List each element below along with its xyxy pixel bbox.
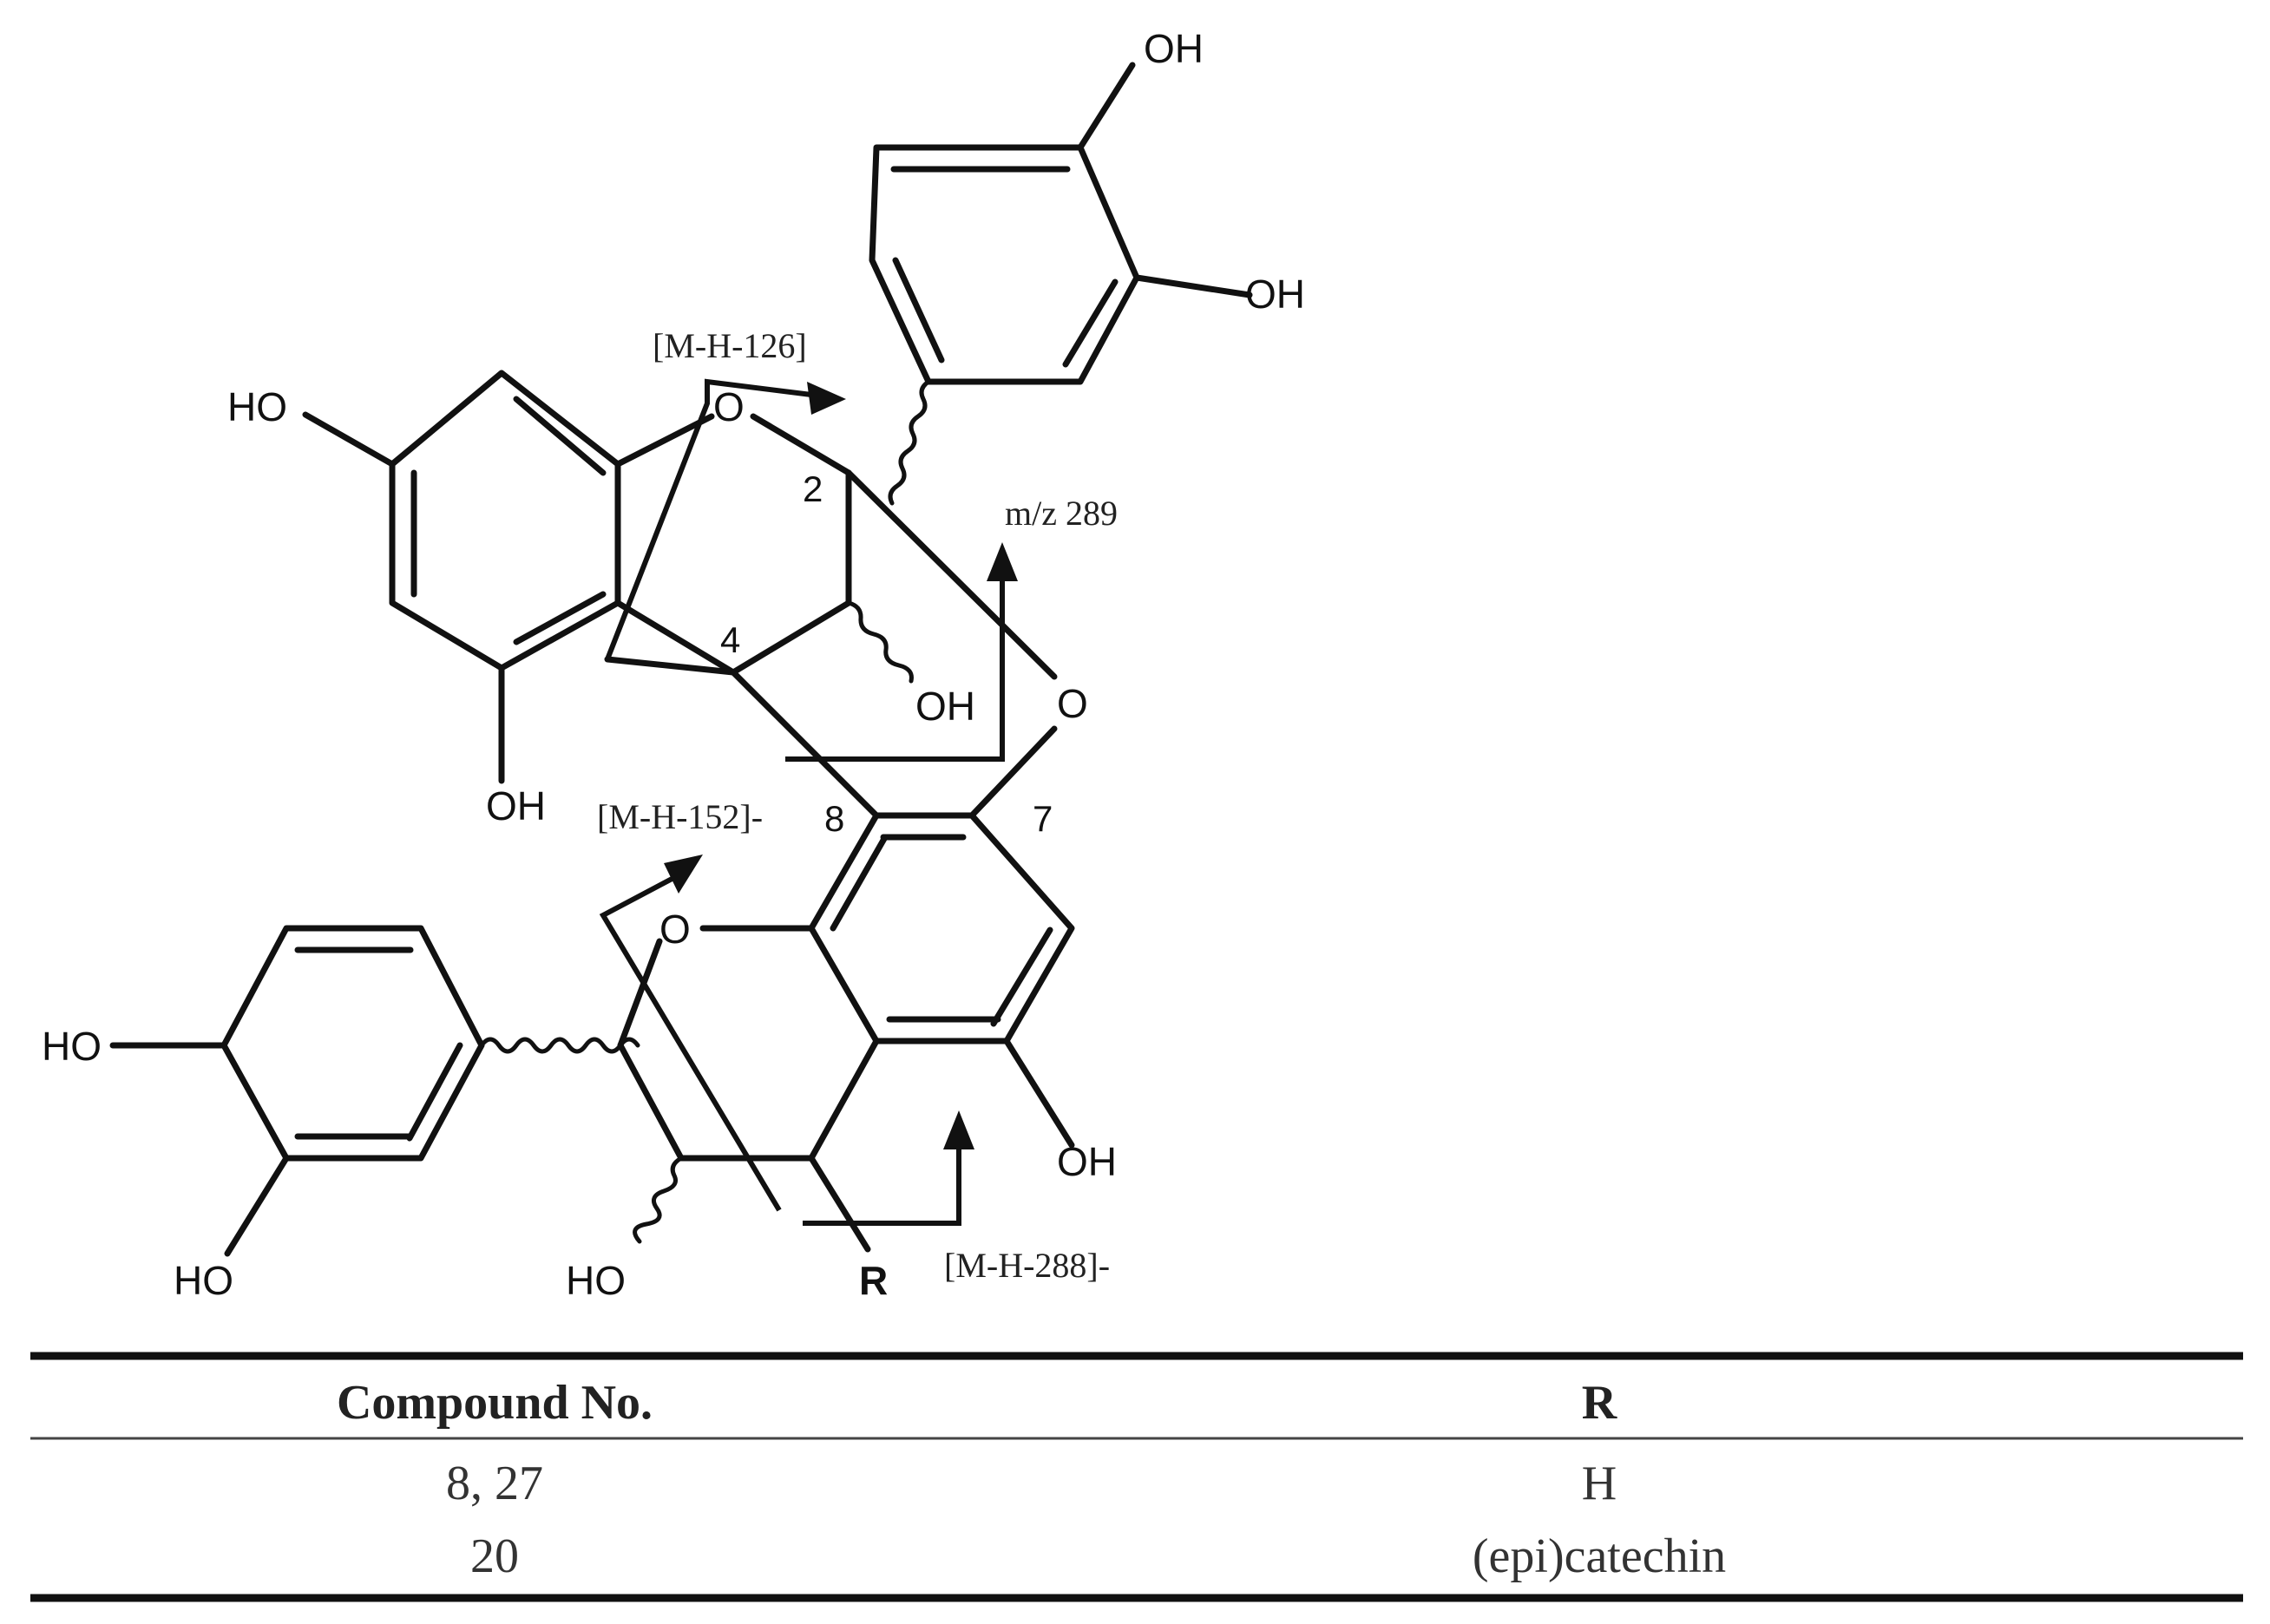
ho-bottom-mid-label: HO (566, 1258, 626, 1303)
table-cell-compound-row1: 8, 27 (446, 1457, 543, 1510)
upper-a-ring (302, 370, 621, 784)
o-lower-ring-label: O (659, 907, 691, 952)
fragment-arrow-288 (803, 1110, 974, 1226)
ho-bottom-left-label: HO (174, 1258, 233, 1303)
position-2-label: 2 (803, 468, 823, 509)
table-cell-r-row1: H (1582, 1457, 1617, 1510)
table-cell-r-row2: (epi)catechin (1473, 1529, 1726, 1583)
fragment-label-288: [M-H-288]- (944, 1246, 1110, 1285)
fragment-label-126: [M-H-126] (653, 326, 807, 365)
lower-a-ring (808, 812, 1075, 1149)
wavy-bond-lower-c3 (633, 1156, 684, 1244)
compound-table: Compound No. R 8, 27 H 20 (epi)catechin (30, 1352, 2243, 1602)
o-upper-ring-label: O (713, 384, 745, 429)
table-header-r: R (1582, 1376, 1617, 1430)
fragment-arrow-126 (605, 378, 846, 661)
position-8-label: 8 (824, 798, 844, 839)
oh-upper-bottom-label: OH (486, 783, 546, 828)
oh-upper-mid-label: OH (915, 684, 975, 729)
lower-b-ring (109, 925, 485, 1257)
upper-b-ring (869, 62, 1253, 385)
oh-lower-right-label: OH (1057, 1139, 1117, 1184)
ho-left-lower-label: HO (42, 1024, 102, 1069)
r-group-label: R (859, 1258, 888, 1303)
o-linker-label: O (1057, 681, 1088, 726)
fragment-label-289: m/z 289 (1005, 494, 1118, 533)
position-7-label: 7 (1033, 798, 1053, 839)
fragment-arrow-152 (599, 855, 782, 1212)
table-header-compound: Compound No. (337, 1376, 653, 1430)
table-cell-compound-row2: 20 (470, 1529, 519, 1583)
wavy-bond-lower-c2 (479, 1037, 640, 1054)
ho-left-upper-label: HO (227, 384, 287, 429)
wavy-bond-c3 (846, 600, 914, 684)
fragment-label-152: [M-H-152]- (597, 797, 763, 836)
oh-top-label: OH (1144, 26, 1204, 71)
oh-right-label: OH (1245, 272, 1305, 317)
position-4-label: 4 (720, 619, 740, 660)
lower-c-ring (617, 925, 880, 1253)
fragment-arrow-289 (785, 542, 1018, 762)
upper-c-ring (604, 413, 852, 676)
ether-linkage (730, 469, 1058, 819)
wavy-bond-c2 (888, 379, 931, 506)
